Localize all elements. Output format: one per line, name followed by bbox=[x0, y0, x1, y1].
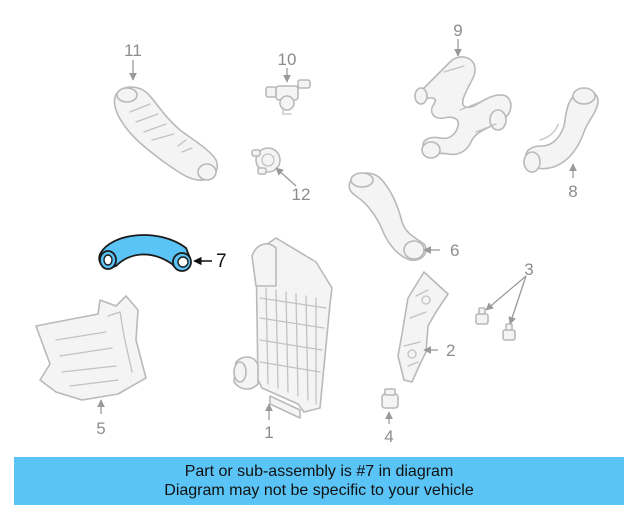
part-10-valve bbox=[265, 79, 311, 115]
part-5-air-duct bbox=[35, 295, 147, 401]
banner-line-2: Diagram may not be specific to your vehi… bbox=[164, 482, 474, 499]
part-1-intercooler bbox=[233, 237, 333, 419]
part-6-hose bbox=[348, 172, 427, 262]
callout-2: 2 bbox=[446, 341, 455, 360]
part-7-hose-highlighted bbox=[98, 234, 192, 272]
callout-3: 3 bbox=[524, 260, 533, 279]
callout-11: 11 bbox=[124, 41, 142, 60]
banner-line-1: Part or sub-assembly is #7 in diagram bbox=[184, 463, 454, 480]
part-9-pipe bbox=[414, 56, 512, 159]
part-12-clamp bbox=[251, 147, 281, 175]
callout-4: 4 bbox=[384, 427, 393, 446]
part-11-intake-hose bbox=[113, 86, 219, 181]
callout-12: 12 bbox=[292, 185, 311, 204]
part-3-bolts bbox=[475, 307, 516, 341]
callout-7: 7 bbox=[216, 251, 227, 272]
part-8-elbow-hose bbox=[523, 87, 599, 173]
callout-9: 9 bbox=[453, 21, 462, 40]
callout-10: 10 bbox=[278, 50, 297, 69]
callout-1: 1 bbox=[264, 423, 273, 442]
part-4-nut bbox=[381, 388, 399, 409]
callout-6: 6 bbox=[450, 241, 459, 260]
info-banner: Part or sub-assembly is #7 in diagram Di… bbox=[14, 457, 624, 505]
callout-5: 5 bbox=[96, 419, 105, 438]
callout-8: 8 bbox=[568, 182, 577, 201]
part-2-bracket bbox=[397, 271, 449, 383]
